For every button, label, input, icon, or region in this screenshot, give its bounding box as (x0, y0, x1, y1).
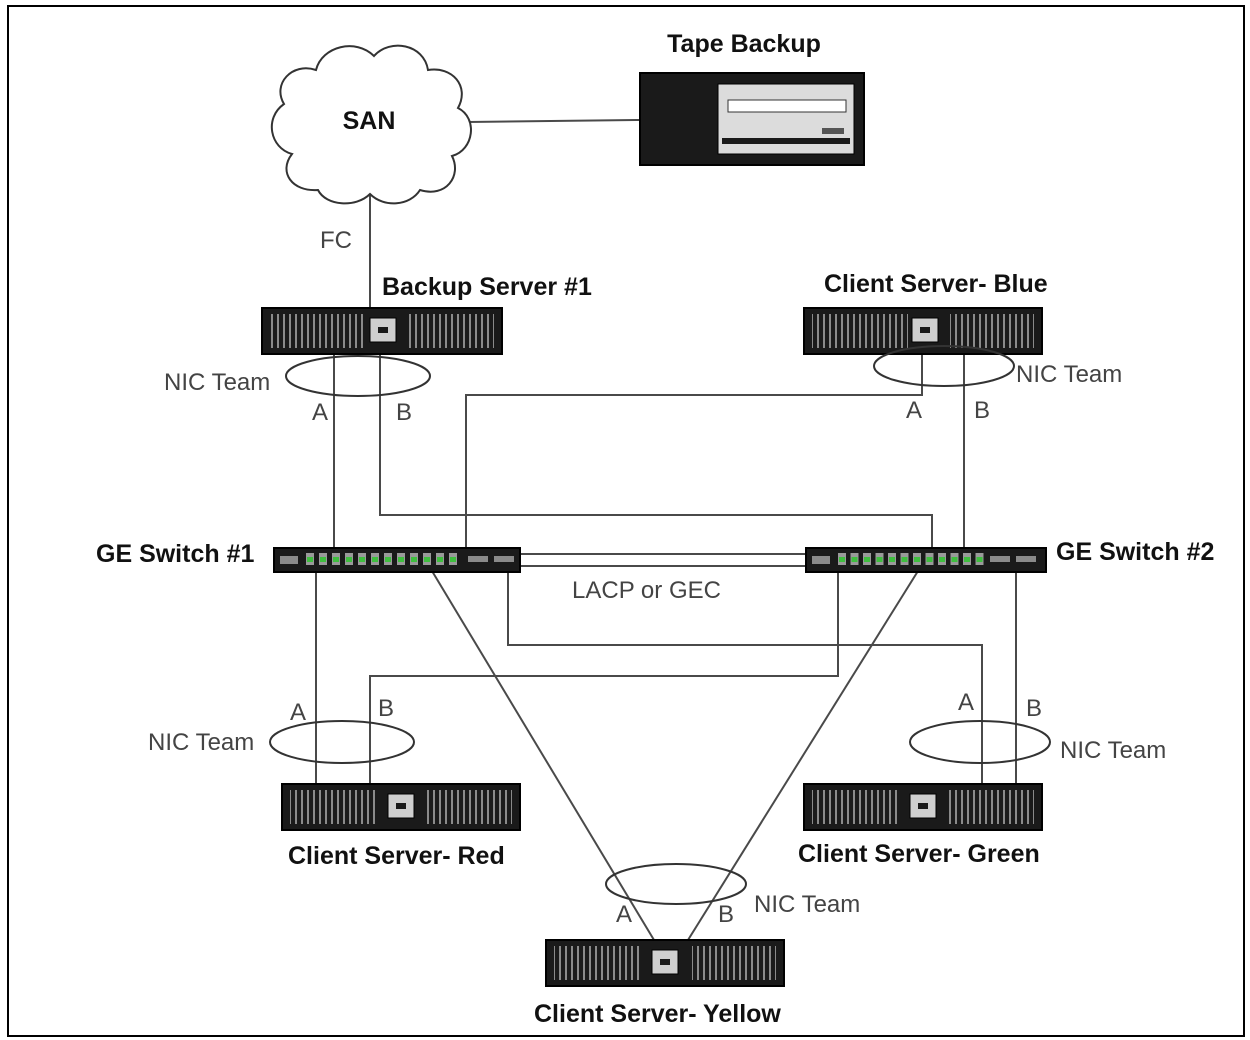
port-led (939, 557, 945, 562)
fc-label: FC (320, 227, 352, 254)
san-cloud: SAN (270, 44, 472, 205)
blue-port-a: A (906, 397, 922, 424)
client-server-blue-label: Client Server- Blue (824, 270, 1048, 298)
blue-port-b: B (974, 397, 990, 424)
tape-button (822, 128, 844, 134)
nic-team-blue-label: NIC Team (1016, 361, 1122, 388)
server-vent-right (408, 314, 494, 348)
yellow-port-a: A (616, 901, 632, 928)
backup-server-1-label: Backup Server #1 (382, 273, 592, 301)
client-server-blue (803, 307, 1043, 355)
nic-team-green-ellipse (909, 720, 1051, 764)
diagram-frame (7, 5, 1245, 1037)
blue-a-sw1 (465, 353, 923, 551)
nic-team-blue-ellipse (873, 345, 1015, 387)
port-led (901, 557, 908, 562)
san-tape-link (467, 119, 641, 123)
server-vent-left (812, 790, 900, 824)
ge-switch-2 (805, 547, 1047, 573)
port-led (976, 557, 983, 562)
port-led (876, 557, 883, 562)
nic-team-green-label: NIC Team (1060, 737, 1166, 764)
yellow-b-sw2 (687, 570, 919, 941)
server-vent-left (270, 314, 366, 348)
port-led (450, 557, 456, 562)
port-led (411, 557, 417, 562)
server-vent-right (426, 790, 512, 824)
nic-team-red-ellipse (269, 720, 415, 764)
client-server-red (281, 783, 521, 831)
port-led (926, 557, 933, 562)
ge-switch-2-label: GE Switch #2 (1056, 538, 1214, 566)
red-port-a: A (290, 699, 306, 726)
port-led (346, 557, 352, 562)
server-vent-left (554, 946, 642, 980)
nic-team-red-label: NIC Team (148, 729, 254, 756)
port-led (889, 557, 895, 562)
port-led (964, 557, 970, 562)
port-led (307, 557, 313, 562)
switch-ports (838, 553, 984, 565)
yellow-port-b: B (718, 901, 734, 928)
port-led (839, 557, 845, 562)
backup-server-1 (261, 307, 503, 355)
cloud-shape (270, 44, 472, 205)
switch-ports (306, 553, 457, 565)
san-label: SAN (343, 107, 396, 135)
port-led (424, 557, 430, 562)
tape-bar (722, 138, 850, 144)
green-a-sw1 (507, 571, 983, 785)
green-port-a: A (958, 689, 974, 716)
server-vent-right (692, 946, 776, 980)
trunk-label: LACP or GEC (572, 577, 721, 604)
port-led (437, 557, 443, 562)
server-vent-right (950, 314, 1034, 348)
port-led (914, 557, 920, 562)
server-vent-right (948, 790, 1034, 824)
backup-port-a: A (312, 399, 328, 426)
port-led (372, 557, 378, 562)
ge-switch-1-label: GE Switch #1 (96, 540, 254, 568)
green-port-b: B (1026, 695, 1042, 722)
client-server-green-label: Client Server- Green (798, 840, 1040, 868)
red-b-sw2 (369, 571, 839, 785)
ge-switch-1 (273, 547, 521, 573)
backup-port-b: B (396, 399, 412, 426)
yellow-a-sw1 (431, 570, 655, 941)
port-led (385, 557, 391, 562)
server-vent-left (290, 790, 378, 824)
port-led (398, 557, 404, 562)
client-server-yellow (545, 939, 785, 987)
port-led (320, 557, 326, 562)
client-server-yellow-label: Client Server- Yellow (534, 1000, 781, 1028)
nic-team-backup-label: NIC Team (164, 369, 270, 396)
port-led (864, 557, 870, 562)
server-vent-left (812, 314, 908, 348)
port-led (851, 557, 858, 562)
client-server-green (803, 783, 1043, 831)
nic-team-backup-ellipse (285, 355, 431, 397)
client-server-red-label: Client Server- Red (288, 842, 505, 870)
port-led (333, 557, 339, 562)
port-led (359, 557, 365, 562)
red-port-b: B (378, 695, 394, 722)
tape-backup-device (639, 72, 865, 166)
port-led (951, 557, 958, 562)
tape-slot (727, 99, 847, 113)
tape-label: Tape Backup (667, 30, 821, 58)
backup-b-sw2 (379, 353, 933, 551)
nic-team-yellow-label: NIC Team (754, 891, 860, 918)
nic-team-yellow-ellipse (605, 863, 747, 905)
